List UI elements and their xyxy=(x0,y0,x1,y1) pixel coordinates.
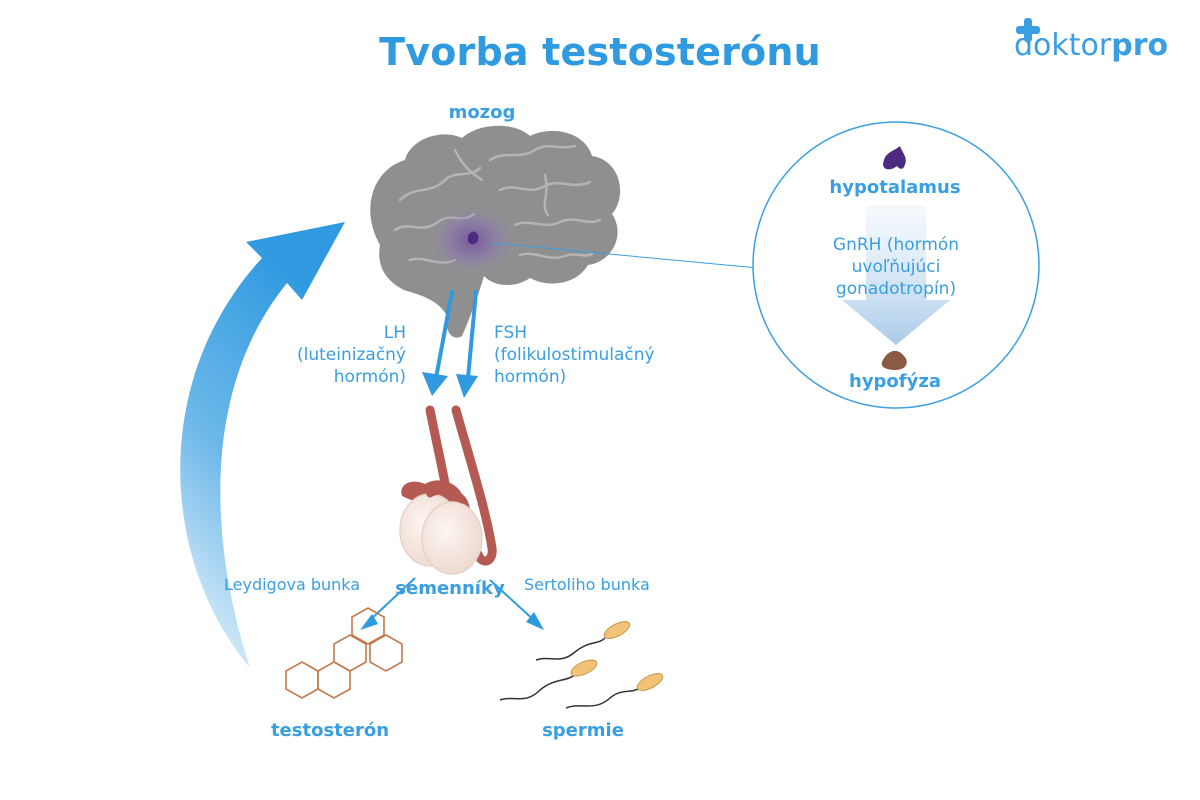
label-fsh-line2: (folikulostimulačný xyxy=(494,345,655,365)
pituitary-icon xyxy=(881,350,907,370)
label-leydig: Leydigova bunka xyxy=(224,575,361,594)
testes-icon xyxy=(399,405,497,575)
label-gnrh-line2: uvoľňujúci xyxy=(851,257,941,277)
label-fsh: FSH (folikulostimulačný hormón) xyxy=(494,322,655,388)
hypothalamus-icon xyxy=(883,146,906,170)
fsh-arrow xyxy=(456,290,478,398)
label-fsh-line3: hormón) xyxy=(494,367,567,387)
label-gnrh-line1: GnRH (hormón xyxy=(832,235,960,255)
plus-icon xyxy=(1016,18,1040,42)
label-testosteron: testosterón xyxy=(270,720,390,741)
page-title: Tvorba testosterónu xyxy=(379,30,821,74)
inset-connector xyxy=(491,242,759,269)
testosterone-molecule-icon xyxy=(285,607,403,699)
label-hypotalamus: hypotalamus xyxy=(829,177,961,198)
logo-text-accent: pro xyxy=(1111,28,1169,63)
feedback-arrow xyxy=(180,222,345,668)
label-spermie: spermie xyxy=(542,720,624,741)
sertoli-arrow xyxy=(489,579,544,630)
leydig-arrow xyxy=(360,577,416,630)
label-mozog: mozog xyxy=(448,102,516,123)
label-lh-line2: (luteinizačný xyxy=(297,345,406,365)
sperm-icon xyxy=(499,621,664,709)
brain-icon xyxy=(370,125,621,338)
label-lh-line1: LH xyxy=(383,323,406,343)
label-fsh-line1: FSH xyxy=(494,323,528,343)
label-lh: LH (luteinizačný hormón) xyxy=(270,322,406,388)
brand-logo: doktorpro xyxy=(1014,18,1169,63)
label-gnrh-line3: gonadotropín) xyxy=(835,279,957,299)
lh-arrow xyxy=(422,290,454,396)
inset-circle xyxy=(752,121,1040,409)
label-lh-line3: hormón) xyxy=(333,367,406,387)
label-gnrh: GnRH (hormón uvoľňujúci gonadotropín) xyxy=(816,234,976,300)
label-hypofyza: hypofýza xyxy=(849,371,941,392)
label-sertoli: Sertoliho bunka xyxy=(524,575,650,594)
label-semenniky: semenníky xyxy=(395,578,505,599)
